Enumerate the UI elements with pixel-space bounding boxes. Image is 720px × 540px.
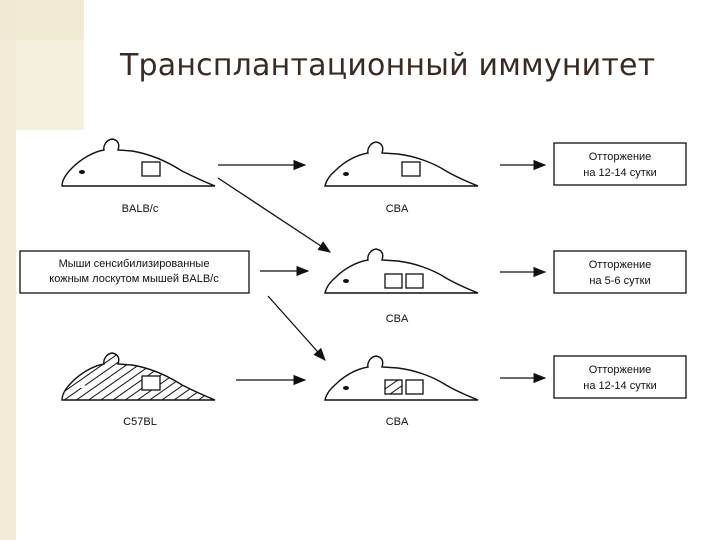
mouse-cba-middle <box>324 248 479 294</box>
result-2-line2: на 5-6 сутки <box>589 275 650 287</box>
arrows <box>217 159 547 386</box>
sensitized-box <box>19 250 250 294</box>
graft-square <box>141 375 161 391</box>
page-title: Трансплантационный иммунитет <box>120 48 656 83</box>
arrow-diagonal-down <box>267 295 326 361</box>
graft-square <box>401 161 421 177</box>
result-box-1 <box>553 142 687 186</box>
mouse-balb <box>61 138 216 187</box>
graft-square <box>384 273 403 289</box>
result-3-line1: Отторжение <box>589 364 652 376</box>
mouse-c57bl <box>61 352 216 401</box>
graft-square <box>405 273 424 289</box>
result-1-line1: Отторжение <box>589 151 652 163</box>
result-1-line2: на 12-14 сутки <box>583 167 656 179</box>
arrow-diagonal-down <box>217 177 332 253</box>
corner-decoration-top <box>0 0 84 40</box>
result-box-3 <box>553 355 687 399</box>
sensitized-line1: Мыши сенсибилизированные <box>59 258 210 270</box>
graft-square-hatched <box>384 379 403 395</box>
label-c57bl: C57BL <box>123 416 157 428</box>
sensitized-line2: кожным лоскутом мышей BALB/c <box>49 273 219 285</box>
label-cba-bottom: CBA <box>386 416 409 428</box>
result-3-line2: на 12-14 сутки <box>583 380 656 392</box>
result-2-line1: Отторжение <box>589 259 652 271</box>
label-balb: BALB/c <box>122 203 159 215</box>
mouse-cba-bottom <box>324 355 479 401</box>
graft-square <box>405 379 424 395</box>
left-decorative-stripe <box>0 0 16 540</box>
label-cba-middle: CBA <box>386 313 409 325</box>
label-cba-top: CBA <box>386 203 409 215</box>
mouse-cba-top <box>324 141 479 187</box>
result-box-2 <box>553 250 687 294</box>
graft-square <box>141 161 161 177</box>
